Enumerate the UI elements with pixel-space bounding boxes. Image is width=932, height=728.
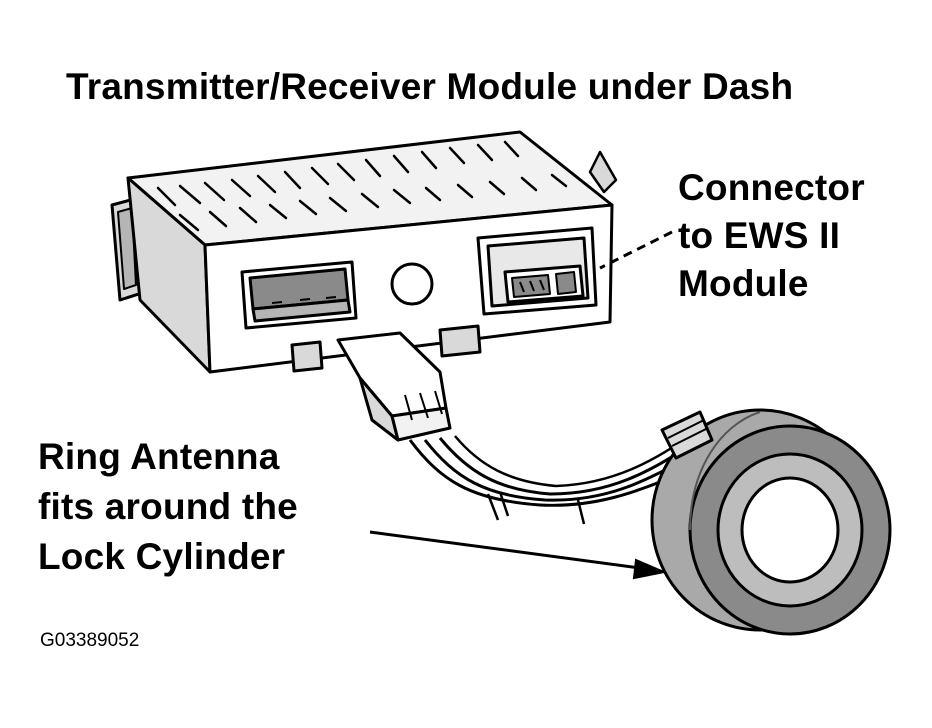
ring-leader-arrow [632, 558, 668, 580]
connector-label-line-3: Module [678, 263, 809, 304]
diagram-title: Transmitter/Receiver Module under Dash [66, 66, 794, 107]
ring-label-line-1: Ring Antenna [38, 436, 280, 477]
figure-code: G03389052 [40, 630, 140, 651]
leader-lines [369, 230, 673, 580]
module-left-socket [240, 260, 358, 330]
ring-antenna [650, 408, 892, 636]
antenna-plug-and-cable [336, 331, 699, 525]
module-feet [290, 324, 482, 373]
antenna-cable [408, 439, 691, 507]
ring-leader-line [369, 530, 641, 570]
ring-antenna-hole [740, 476, 840, 584]
connector-leader-line [599, 230, 673, 270]
ring-label-line-2: fits around the [38, 486, 298, 527]
module-top-tab [588, 150, 618, 194]
connector-label-line-2: to EWS II [678, 215, 841, 256]
ews-connector-socket [476, 226, 598, 316]
module-top-markings [156, 140, 568, 232]
transmitter-receiver-module [110, 130, 618, 374]
connector-label-line-1: Connector [678, 167, 865, 208]
ring-label-line-3: Lock Cylinder [38, 536, 286, 577]
module-round-hole [390, 262, 434, 306]
